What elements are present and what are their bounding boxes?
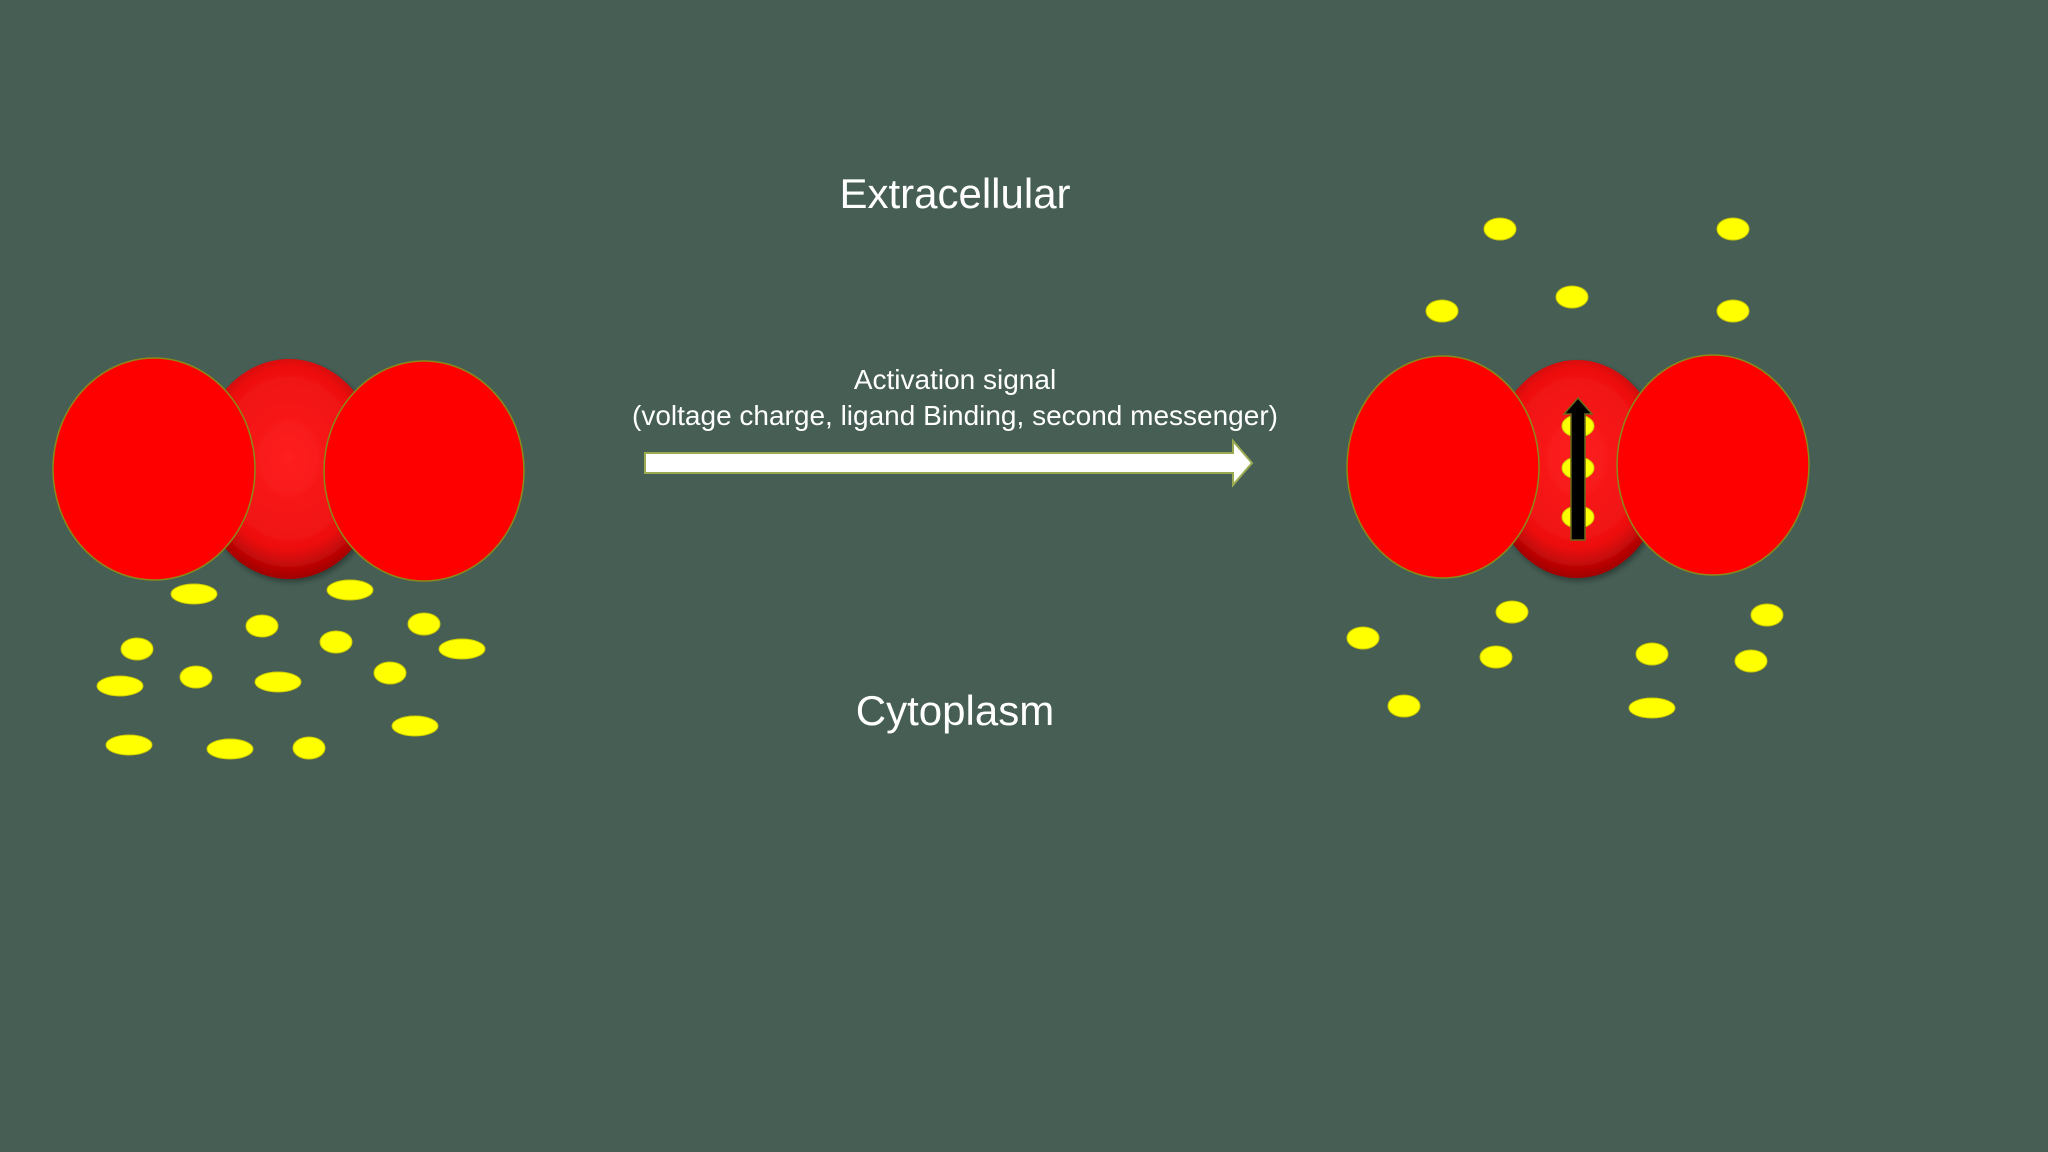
ion bbox=[96, 675, 144, 697]
ion bbox=[1387, 694, 1421, 718]
ion bbox=[254, 671, 302, 693]
ion bbox=[438, 638, 486, 660]
extracellular-ion-cluster bbox=[1425, 217, 1750, 323]
closed-channel-right-subunit bbox=[323, 360, 525, 582]
ion bbox=[1716, 299, 1750, 323]
open-channel-right-subunit bbox=[1616, 354, 1810, 576]
ion bbox=[1734, 649, 1768, 673]
ion-flow-arrow-icon bbox=[1562, 396, 1594, 541]
ion bbox=[319, 630, 353, 654]
ion bbox=[120, 637, 154, 661]
activation-signal-examples: (voltage charge, ligand Binding, second … bbox=[632, 400, 1278, 431]
ion bbox=[373, 661, 407, 685]
extracellular-label: Extracellular bbox=[839, 170, 1071, 217]
activation-signal-title: Activation signal bbox=[853, 364, 1057, 395]
ion bbox=[1635, 642, 1669, 666]
ion bbox=[170, 583, 218, 605]
ion bbox=[1555, 285, 1589, 309]
ion bbox=[1479, 645, 1513, 669]
closed-channel-ion-cluster bbox=[96, 579, 486, 760]
ion bbox=[206, 738, 254, 760]
closed-channel-left-subunit bbox=[52, 357, 256, 581]
open-channel-cytoplasm-ion-cluster bbox=[1346, 600, 1784, 719]
ion bbox=[179, 665, 213, 689]
ion bbox=[1716, 217, 1750, 241]
cytoplasm-label: Cytoplasm bbox=[855, 687, 1055, 734]
ion bbox=[1750, 603, 1784, 627]
open-ion-channel bbox=[1346, 354, 1810, 579]
ion bbox=[1346, 626, 1380, 650]
ion bbox=[391, 715, 439, 737]
ion bbox=[1425, 299, 1459, 323]
closed-channel-pore-subunit bbox=[197, 359, 381, 579]
ion bbox=[407, 612, 441, 636]
ion bbox=[1495, 600, 1529, 624]
ion bbox=[1628, 697, 1676, 719]
right-arrow-icon bbox=[644, 438, 1254, 488]
ion bbox=[326, 579, 374, 601]
ion bbox=[292, 736, 326, 760]
closed-ion-channel bbox=[52, 357, 525, 582]
ion bbox=[105, 734, 153, 756]
open-channel-left-subunit bbox=[1346, 355, 1540, 579]
ion bbox=[1483, 217, 1517, 241]
ion bbox=[245, 614, 279, 638]
